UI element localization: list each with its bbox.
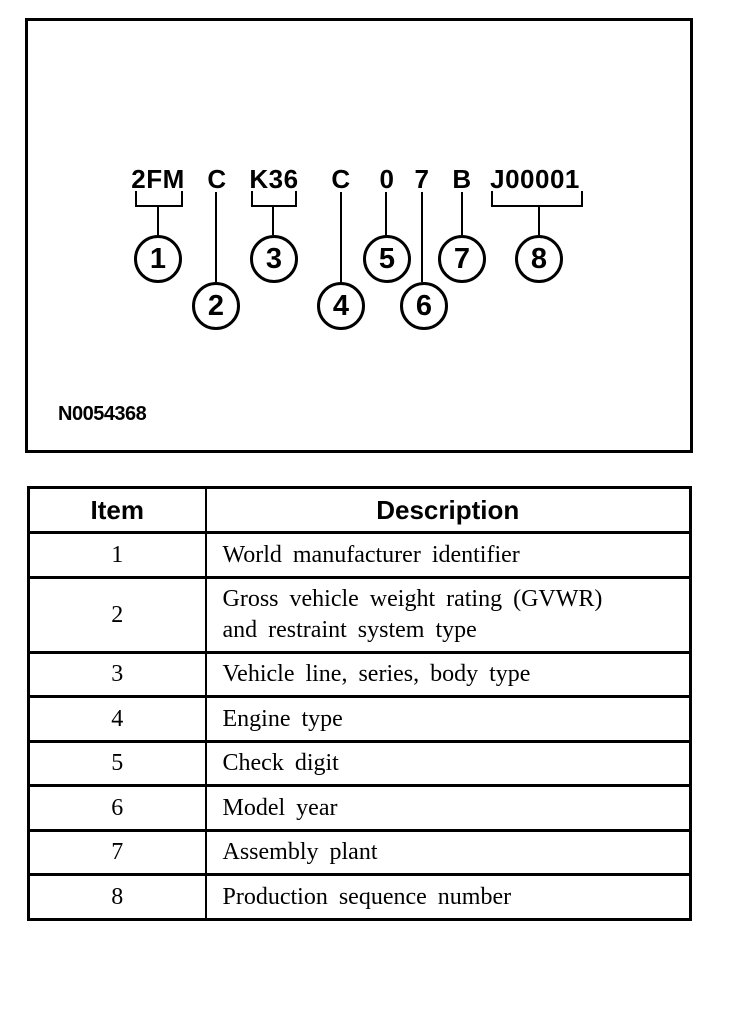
table-header-description: Description xyxy=(204,486,692,534)
vin-segment-3: K36 xyxy=(249,164,299,194)
callout-circle-6: 6 xyxy=(400,282,448,330)
table-row: 7 Assembly plant xyxy=(27,829,692,876)
bracket-segment-8 xyxy=(491,191,583,207)
vin-segment-8: J00001 xyxy=(490,164,580,194)
leader-stem-3 xyxy=(272,206,274,235)
table-row: 6 Model year xyxy=(27,784,692,832)
vin-segment-6: 7 xyxy=(414,164,430,194)
item-cell: 1 xyxy=(27,531,207,579)
callout-circle-4: 4 xyxy=(317,282,365,330)
vin-segment-1: 2FM xyxy=(131,164,185,194)
table-row: 5 Check digit xyxy=(27,740,692,787)
item-cell: 8 xyxy=(27,873,207,921)
callout-circle-5: 5 xyxy=(363,235,411,283)
leader-line-5 xyxy=(385,192,387,235)
callout-circle-3: 3 xyxy=(250,235,298,283)
table-row: 4 Engine type xyxy=(27,695,692,743)
description-cell: Engine type xyxy=(204,695,692,743)
description-cell: Gross vehicle weight rating (GVWR) and r… xyxy=(204,576,692,654)
callout-number: 7 xyxy=(453,242,471,275)
description-cell: Production sequence number xyxy=(204,873,692,921)
callout-circle-1: 1 xyxy=(134,235,182,283)
vin-diagram: 2FM C K36 C 0 7 B J00001 1 2 3 4 5 6 xyxy=(28,21,690,450)
vin-description-table: Item Description 1 World manufacturer id… xyxy=(27,486,692,921)
callout-number: 4 xyxy=(332,289,350,322)
bracket-segment-3 xyxy=(251,191,297,207)
item-cell: 3 xyxy=(27,651,207,698)
callout-number: 2 xyxy=(207,289,225,322)
vin-figure-box: 2FM C K36 C 0 7 B J00001 1 2 3 4 5 6 xyxy=(25,18,693,453)
table-header-item: Item xyxy=(27,486,207,534)
table-header-row: Item Description xyxy=(27,486,692,534)
table-row: 8 Production sequence number xyxy=(27,873,692,921)
leader-stem-8 xyxy=(538,206,540,235)
item-cell: 7 xyxy=(27,829,207,876)
leader-line-7 xyxy=(461,192,463,235)
item-cell: 4 xyxy=(27,695,207,743)
vin-segment-7: B xyxy=(452,164,472,194)
callout-number: 6 xyxy=(415,289,433,322)
leader-line-6 xyxy=(421,192,423,282)
bracket-segment-1 xyxy=(135,191,183,207)
callout-circle-2: 2 xyxy=(192,282,240,330)
leader-line-4 xyxy=(340,192,342,282)
item-cell: 5 xyxy=(27,740,207,787)
vin-segment-5: 0 xyxy=(379,164,395,194)
callout-number: 5 xyxy=(378,242,396,275)
callout-number: 3 xyxy=(265,242,283,275)
description-cell: Model year xyxy=(204,784,692,832)
description-cell: Assembly plant xyxy=(204,829,692,876)
leader-line-2 xyxy=(215,192,217,282)
description-cell: Check digit xyxy=(204,740,692,787)
callout-number: 1 xyxy=(149,242,167,275)
callout-circle-7: 7 xyxy=(438,235,486,283)
vin-segment-4: C xyxy=(331,164,351,194)
leader-stem-1 xyxy=(157,206,159,235)
table-row: 1 World manufacturer identifier xyxy=(27,531,692,579)
item-cell: 2 xyxy=(27,576,207,654)
description-cell: World manufacturer identifier xyxy=(204,531,692,579)
callout-circle-8: 8 xyxy=(515,235,563,283)
table-row: 3 Vehicle line, series, body type xyxy=(27,651,692,698)
item-cell: 6 xyxy=(27,784,207,832)
callout-number: 8 xyxy=(530,242,548,275)
vin-segment-2: C xyxy=(207,164,227,194)
figure-id-label: N0054368 xyxy=(58,403,147,425)
table-row: 2 Gross vehicle weight rating (GVWR) and… xyxy=(27,576,692,654)
description-cell: Vehicle line, series, body type xyxy=(204,651,692,698)
